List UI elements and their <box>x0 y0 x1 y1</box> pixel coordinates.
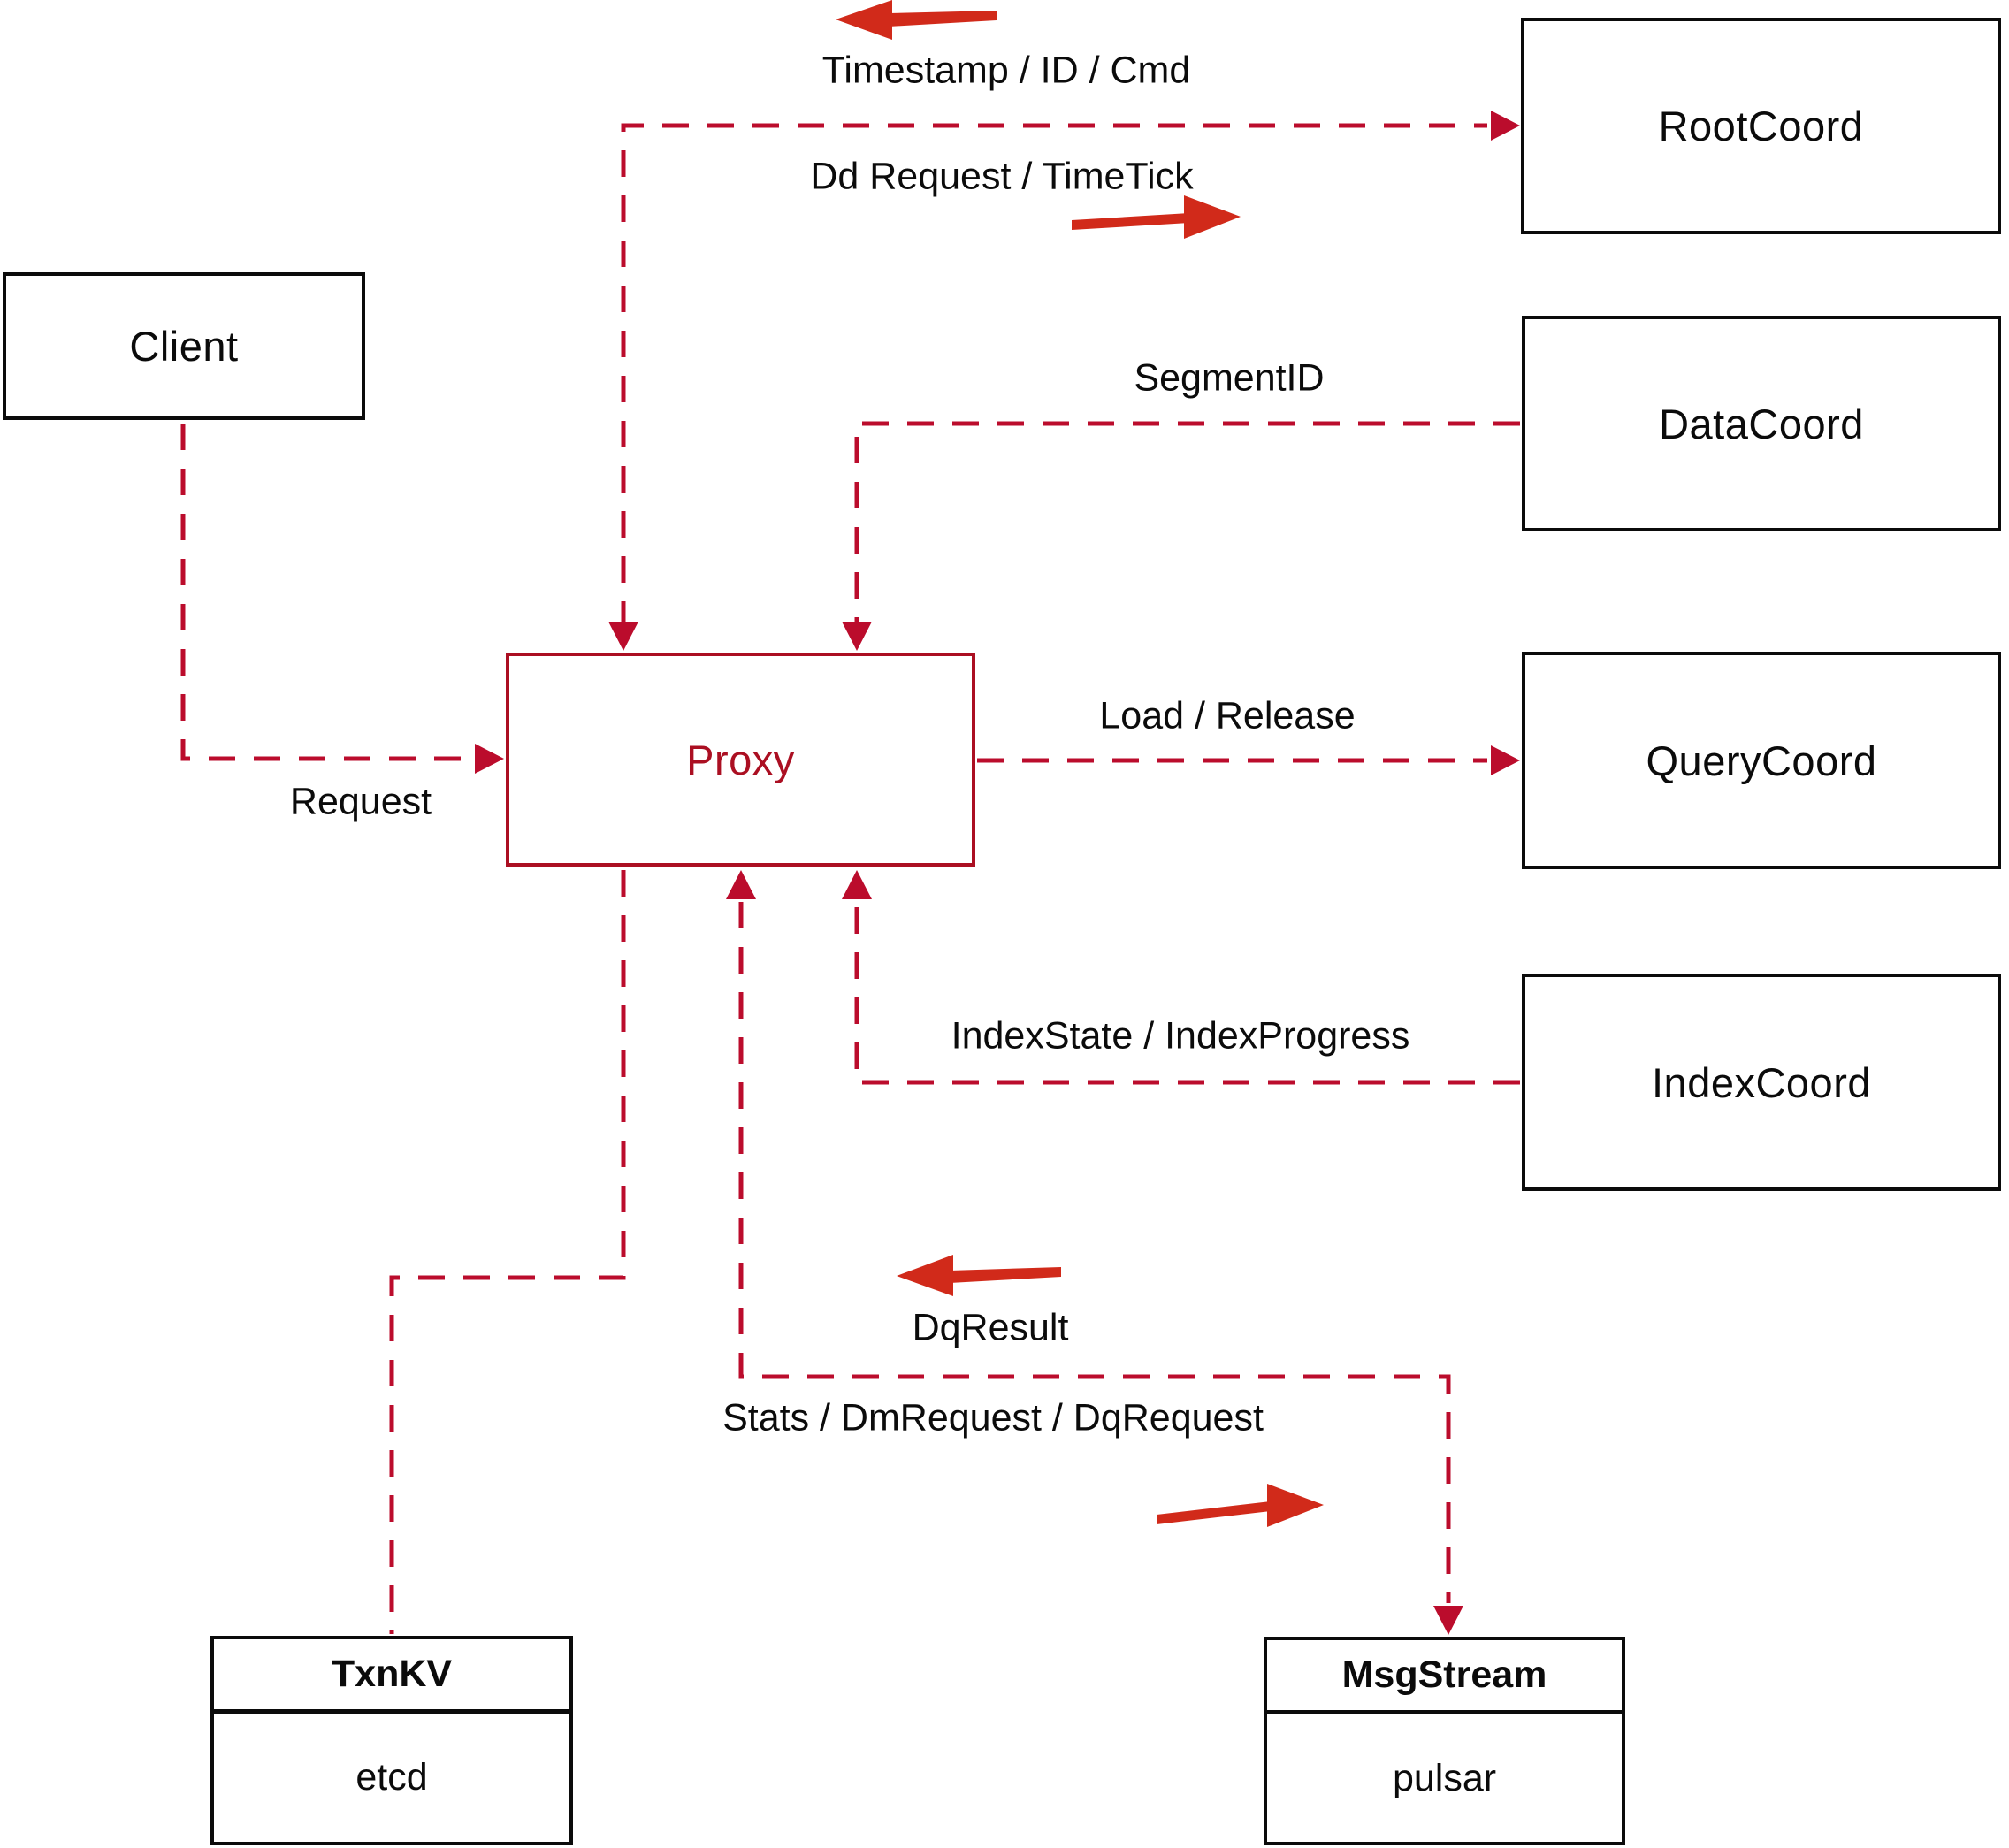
edge-proxy-rootcoord <box>608 111 1520 651</box>
direction-arrow-left-timestamp <box>836 0 997 40</box>
arrowhead-into-proxy-top-right <box>842 622 872 651</box>
arrowhead-into-proxy-left <box>475 744 504 774</box>
edge-proxy-msgstream <box>726 870 1463 1635</box>
node-client: Client <box>3 272 365 420</box>
edge-label-load-release: Load / Release <box>1099 694 1356 737</box>
direction-arrow-right-stats <box>1157 1484 1324 1527</box>
node-rootcoord-label: RootCoord <box>1658 103 1864 149</box>
edge-label-segmentid: SegmentID <box>1134 356 1325 400</box>
node-querycoord-label: QueryCoord <box>1646 737 1877 784</box>
node-datacoord: DataCoord <box>1522 316 2001 531</box>
node-indexcoord: IndexCoord <box>1522 974 2001 1191</box>
arrowhead-into-proxy-bottom-left <box>726 870 756 899</box>
edge-label-stats-dmrequest-dqrequest: Stats / DmRequest / DqRequest <box>722 1396 1264 1439</box>
direction-arrow-left-dqresult <box>897 1255 1061 1296</box>
node-txnkv-subtitle: etcd <box>355 1756 428 1798</box>
edge-label-timestamp-id-cmd: Timestamp / ID / Cmd <box>821 49 1191 92</box>
arrowhead-into-querycoord <box>1491 745 1520 775</box>
node-proxy: Proxy <box>506 653 975 867</box>
node-msgstream: MsgStream pulsar <box>1264 1637 1625 1845</box>
edge-label-request: Request <box>289 780 432 823</box>
arrowhead-into-msgstream <box>1433 1606 1463 1635</box>
edge-proxy-txnkv <box>389 870 626 1634</box>
node-indexcoord-label: IndexCoord <box>1652 1058 1871 1106</box>
node-client-label: Client <box>129 323 239 370</box>
edge-proxy-querycoord <box>977 745 1520 775</box>
node-txnkv: TxnKV etcd <box>210 1636 573 1845</box>
arrowhead-into-rootcoord <box>1491 111 1520 141</box>
node-msgstream-title: MsgStream <box>1267 1640 1622 1714</box>
node-msgstream-subtitle: pulsar <box>1392 1756 1497 1799</box>
edge-label-indexstate-indexprogress: IndexState / IndexProgress <box>951 1014 1410 1058</box>
node-txnkv-title: TxnKV <box>214 1639 569 1714</box>
node-proxy-label: Proxy <box>686 736 795 783</box>
edge-datacoord-proxy <box>842 421 1520 651</box>
edge-client-proxy <box>180 424 504 774</box>
node-querycoord: QueryCoord <box>1522 652 2001 869</box>
arrowhead-into-proxy-top-left <box>608 622 638 651</box>
arrowhead-into-proxy-bottom-right <box>842 870 872 899</box>
edge-indexcoord-proxy <box>842 870 1520 1085</box>
edge-label-dqresult: DqResult <box>912 1306 1069 1349</box>
direction-arrow-right-dd-request <box>1072 195 1241 239</box>
node-rootcoord: RootCoord <box>1521 18 2001 234</box>
node-datacoord-label: DataCoord <box>1659 400 1864 447</box>
edge-label-dd-request-timetick: Dd Request / TimeTick <box>810 155 1194 198</box>
